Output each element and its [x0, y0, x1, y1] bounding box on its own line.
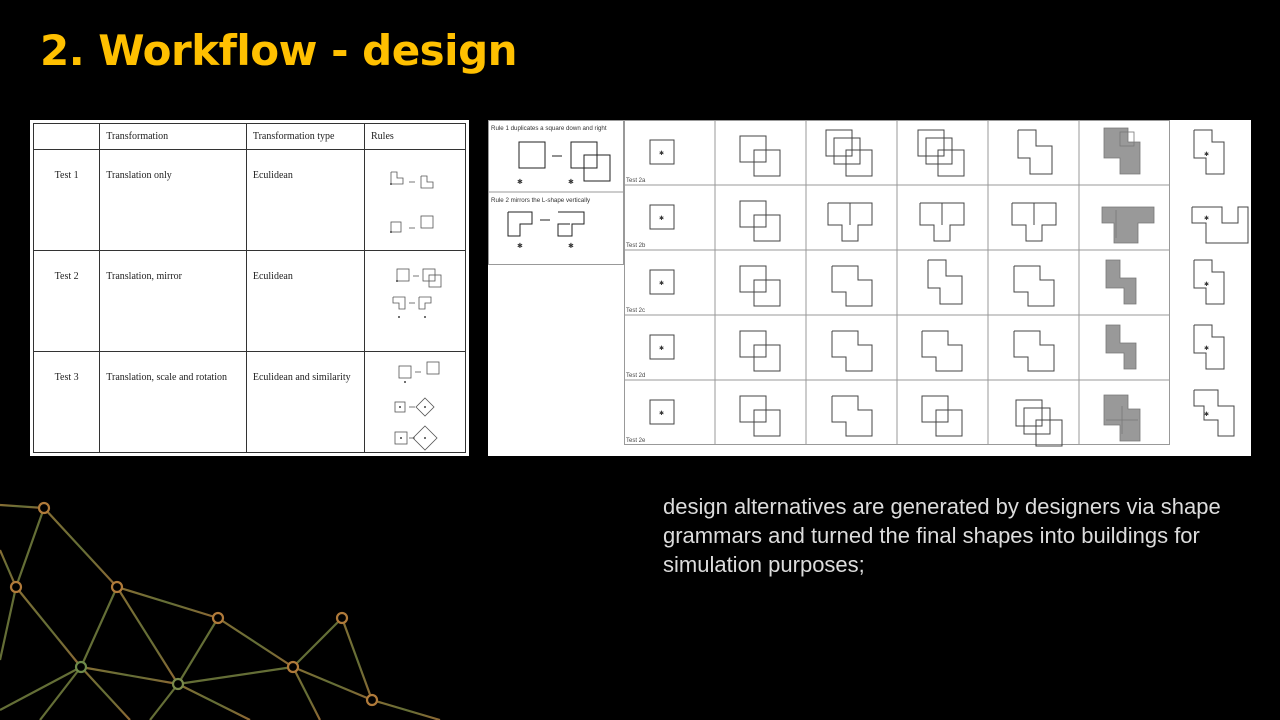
svg-text:✱: ✱ [1204, 151, 1209, 158]
type-cell: Eculidean [245, 250, 366, 352]
header-transformation: Transformation [99, 123, 247, 150]
rule-sketch-cell [364, 149, 466, 251]
slide-caption: design alternatives are generated by des… [663, 494, 1221, 577]
rule-sketch-cell [364, 250, 466, 352]
svg-text:✱: ✱ [659, 410, 664, 417]
transformation-cell: Translation, mirror [99, 250, 247, 352]
grid-lines [624, 120, 1170, 445]
svg-text:✱: ✱ [1204, 345, 1209, 352]
rules-table-figure: Transformation Transformation type Rules… [30, 120, 469, 456]
svg-text:✱: ✱ [568, 178, 574, 186]
svg-text:✱: ✱ [659, 150, 664, 157]
transformation-cell: Translation only [99, 149, 247, 251]
shape-grammar-grid: Rule 1 duplicates a square down and righ… [488, 120, 1249, 447]
test-label: Test 1 [32, 149, 101, 251]
rule2-sketch [507, 211, 585, 237]
rule1-sketch [518, 141, 611, 182]
svg-text:✱: ✱ [659, 280, 664, 287]
shaded-shapes [1101, 127, 1155, 442]
svg-text:✱: ✱ [517, 242, 523, 250]
header-transformation-type: Transformation type [245, 123, 366, 150]
test-label: Test 2 [32, 250, 101, 352]
svg-text:✱: ✱ [1204, 281, 1209, 288]
rules-table: Transformation Transformation type Rules… [32, 123, 466, 453]
grid-shapes [649, 129, 1063, 447]
table-row: Test 3 Translation, scale and rotation E… [32, 351, 466, 453]
row-label: Test 2a [626, 178, 646, 184]
row-label: Test 2e [626, 438, 646, 444]
rule-sketch-1 [390, 171, 434, 233]
rule-sketch-2 [392, 268, 442, 318]
svg-text:✱: ✱ [1204, 411, 1209, 418]
type-cell: Eculidean [245, 149, 366, 251]
table-row: Test 2 Translation, mirror Eculidean [32, 250, 466, 352]
row-label: Test 2b [626, 243, 646, 249]
network-decoration [0, 501, 441, 720]
rule-sketch-cell [364, 351, 466, 453]
svg-text:✱: ✱ [1204, 215, 1209, 222]
type-cell: Eculidean and similarity [245, 351, 366, 453]
row-label: Test 2c [626, 308, 645, 314]
row-label: Test 2d [626, 373, 645, 379]
slide-title: 2. Workflow - design [40, 26, 518, 75]
transformation-cell: Translation, scale and rotation [99, 351, 247, 453]
svg-text:✱: ✱ [517, 178, 523, 186]
rule1-label: Rule 1 duplicates a square down and righ… [491, 125, 607, 132]
rule2-label: Rule 2 mirrors the L-shape vertically [491, 197, 591, 204]
svg-text:✱: ✱ [659, 215, 664, 222]
shape-grammar-grid-figure: Rule 1 duplicates a square down and righ… [488, 120, 1251, 456]
table-header-row: Transformation Transformation type Rules [32, 123, 466, 150]
final-outlines [1191, 129, 1249, 437]
header-rules: Rules [364, 123, 466, 150]
test-label: Test 3 [32, 351, 101, 453]
header-cell-empty [32, 123, 101, 150]
rule-sketch-3 [394, 361, 440, 451]
table-row: Test 1 Translation only Eculidean [32, 149, 466, 251]
svg-text:✱: ✱ [568, 242, 574, 250]
svg-text:✱: ✱ [659, 345, 664, 352]
